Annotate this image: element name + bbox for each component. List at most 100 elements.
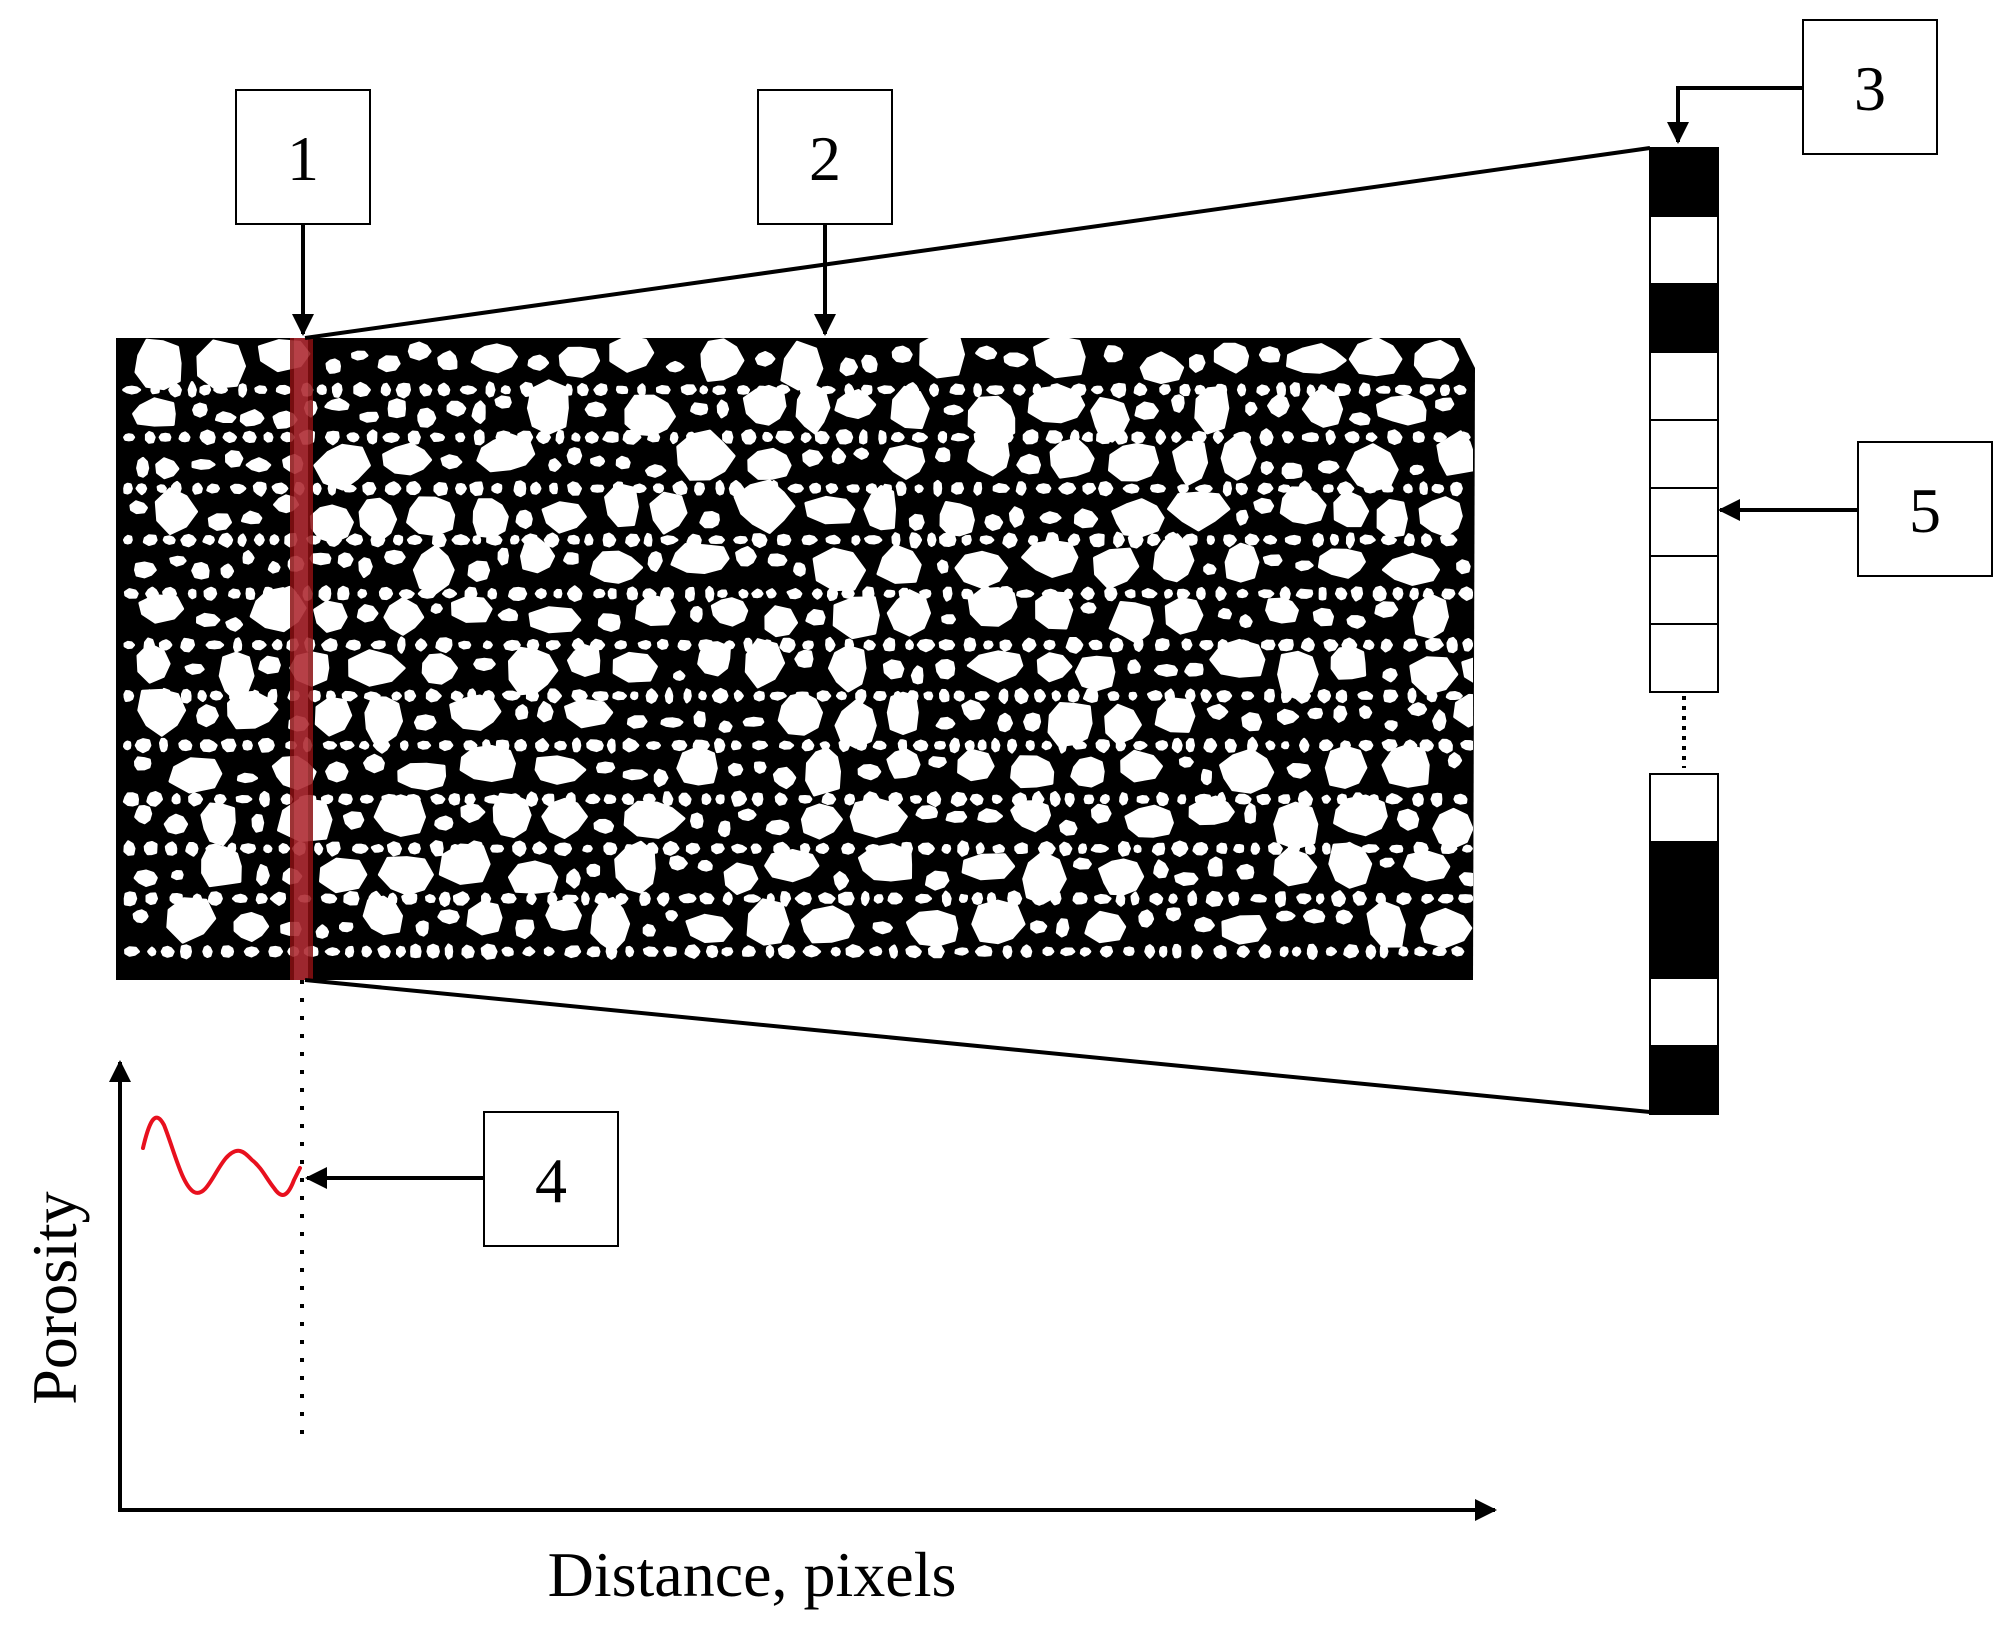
pore [925, 870, 950, 891]
pore [325, 533, 342, 547]
pore [549, 482, 558, 495]
pore [1295, 688, 1311, 704]
pore [278, 843, 291, 854]
pore [380, 382, 392, 397]
pore [1398, 946, 1409, 957]
pore [957, 840, 970, 857]
pore [320, 794, 334, 805]
pore [882, 637, 896, 652]
pore [656, 892, 670, 907]
pore [873, 894, 884, 904]
pore [391, 691, 402, 701]
pore [1362, 639, 1375, 651]
pore [1395, 384, 1413, 396]
pore [751, 792, 764, 807]
pore [1301, 432, 1319, 443]
pore [1445, 691, 1463, 700]
pore [751, 588, 764, 599]
pore [699, 385, 709, 395]
pore [961, 588, 974, 600]
pore [1115, 739, 1127, 752]
pore [421, 653, 458, 685]
pore [451, 534, 471, 546]
pore [1414, 946, 1428, 957]
pore [975, 842, 985, 855]
pore [1450, 481, 1463, 497]
pore [1446, 636, 1458, 654]
pore [741, 429, 757, 445]
pore [1307, 707, 1323, 720]
pore [553, 588, 563, 599]
pore [1256, 384, 1271, 396]
pore [324, 947, 341, 956]
pore [777, 944, 796, 959]
pore [841, 588, 855, 599]
pore [440, 454, 463, 470]
pore [1265, 597, 1299, 624]
pore [1381, 743, 1430, 788]
pore [1217, 608, 1232, 620]
pore [202, 535, 215, 546]
pore [929, 383, 940, 397]
pore [324, 430, 340, 446]
pore [1233, 844, 1245, 854]
pore [590, 484, 605, 493]
pore [800, 843, 811, 854]
pore [1300, 637, 1315, 652]
pore [1047, 702, 1093, 748]
pore [800, 432, 812, 444]
pore [235, 795, 253, 804]
pore [1438, 738, 1453, 754]
pore [1002, 945, 1013, 959]
pore [647, 551, 663, 572]
pore [1213, 342, 1250, 374]
pore [1216, 842, 1228, 854]
pore [383, 597, 425, 636]
pore [684, 944, 701, 959]
pore [780, 891, 792, 907]
pore [714, 738, 726, 754]
pore [1441, 588, 1456, 600]
pore [150, 385, 160, 395]
pore [184, 663, 205, 675]
pore [887, 892, 903, 905]
pore [1127, 532, 1144, 549]
pore [1409, 587, 1419, 601]
pore [751, 533, 768, 548]
pore [979, 535, 995, 545]
pore [123, 433, 136, 442]
pore [835, 429, 854, 445]
pore [406, 481, 422, 496]
pore [1276, 382, 1286, 398]
pore [805, 609, 826, 626]
pore [1447, 752, 1463, 769]
pore [647, 432, 661, 443]
pore [671, 739, 688, 752]
pore [430, 432, 445, 442]
pore [191, 459, 216, 470]
pore [1359, 705, 1373, 719]
pore [883, 444, 926, 480]
pore [1174, 872, 1199, 886]
pore [1343, 944, 1360, 959]
callout-5: 5 [1718, 441, 1993, 577]
pore [973, 481, 983, 496]
pore [1172, 440, 1209, 486]
pore [1088, 639, 1103, 651]
pore [230, 483, 247, 495]
pore [245, 587, 256, 600]
pore [1192, 842, 1209, 856]
pore [858, 429, 868, 445]
pore [178, 431, 191, 443]
pore [510, 534, 520, 545]
pore [697, 641, 731, 677]
pore [1065, 637, 1084, 654]
pore [240, 843, 256, 854]
pore [1188, 795, 1235, 826]
pore [1433, 432, 1447, 443]
pore [271, 482, 289, 495]
pore [124, 946, 140, 957]
pore [358, 497, 398, 542]
pore [363, 753, 385, 774]
pore [1041, 740, 1053, 751]
